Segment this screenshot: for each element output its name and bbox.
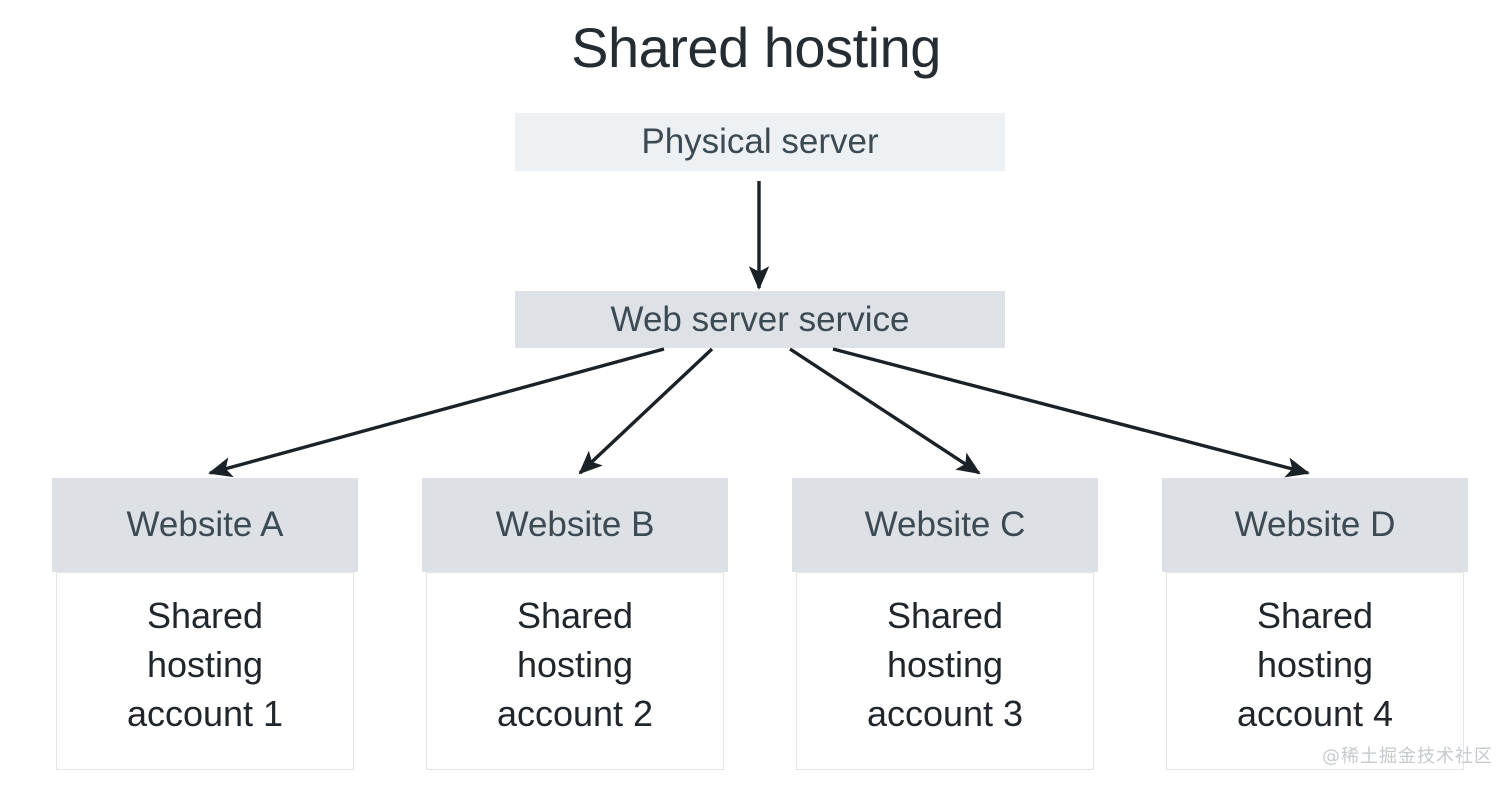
website-card-d-title: Website D bbox=[1234, 505, 1396, 544]
website-card-b-header: Website B bbox=[422, 478, 728, 572]
website-card-a-title: Website A bbox=[126, 505, 284, 544]
website-card-a-header: Website A bbox=[52, 478, 358, 572]
website-card-b-title: Website B bbox=[495, 505, 655, 544]
website-card-c-body: Shared hosting account 3 bbox=[796, 572, 1094, 770]
account-line-2: hosting bbox=[1256, 643, 1374, 685]
website-card-d-header: Website D bbox=[1162, 478, 1468, 572]
account-line-1: Shared bbox=[516, 594, 634, 636]
website-card-c: Website C Shared hosting account 3 bbox=[792, 478, 1098, 774]
website-card-c-title: Website C bbox=[864, 505, 1026, 544]
account-line-3: account 3 bbox=[866, 692, 1024, 734]
node-physical-server-label: Physical server bbox=[641, 122, 879, 161]
watermark: @稀土掘金技术社区 bbox=[1322, 746, 1493, 767]
website-card-a-body: Shared hosting account 1 bbox=[56, 572, 354, 770]
arrow-service-to-website-a bbox=[208, 347, 665, 478]
website-card-b: Website B Shared hosting account 2 bbox=[422, 478, 728, 774]
account-line-3: account 1 bbox=[126, 692, 284, 734]
page-title: Shared hosting bbox=[571, 16, 941, 79]
website-card-a: Website A Shared hosting account 1 bbox=[52, 478, 358, 774]
website-card-d-body: Shared hosting account 4 bbox=[1166, 572, 1464, 770]
account-line-2: hosting bbox=[146, 643, 264, 685]
account-line-2: hosting bbox=[886, 643, 1004, 685]
node-web-server-service: Web server service bbox=[515, 291, 1005, 348]
account-line-2: hosting bbox=[516, 643, 634, 685]
arrow-service-to-website-d bbox=[832, 347, 1310, 478]
website-card-b-body: Shared hosting account 2 bbox=[426, 572, 724, 770]
account-line-1: Shared bbox=[886, 594, 1004, 636]
node-physical-server: Physical server bbox=[515, 113, 1005, 171]
account-line-3: account 2 bbox=[496, 692, 654, 734]
account-line-1: Shared bbox=[146, 594, 264, 636]
website-card-d: Website D Shared hosting account 4 bbox=[1162, 478, 1468, 774]
arrow-service-to-website-b bbox=[578, 347, 714, 475]
website-card-c-header: Website C bbox=[792, 478, 1098, 572]
account-line-3: account 4 bbox=[1236, 692, 1394, 734]
arrow-service-to-website-c bbox=[789, 347, 981, 475]
node-web-server-service-label: Web server service bbox=[610, 299, 910, 339]
account-line-1: Shared bbox=[1256, 594, 1374, 636]
